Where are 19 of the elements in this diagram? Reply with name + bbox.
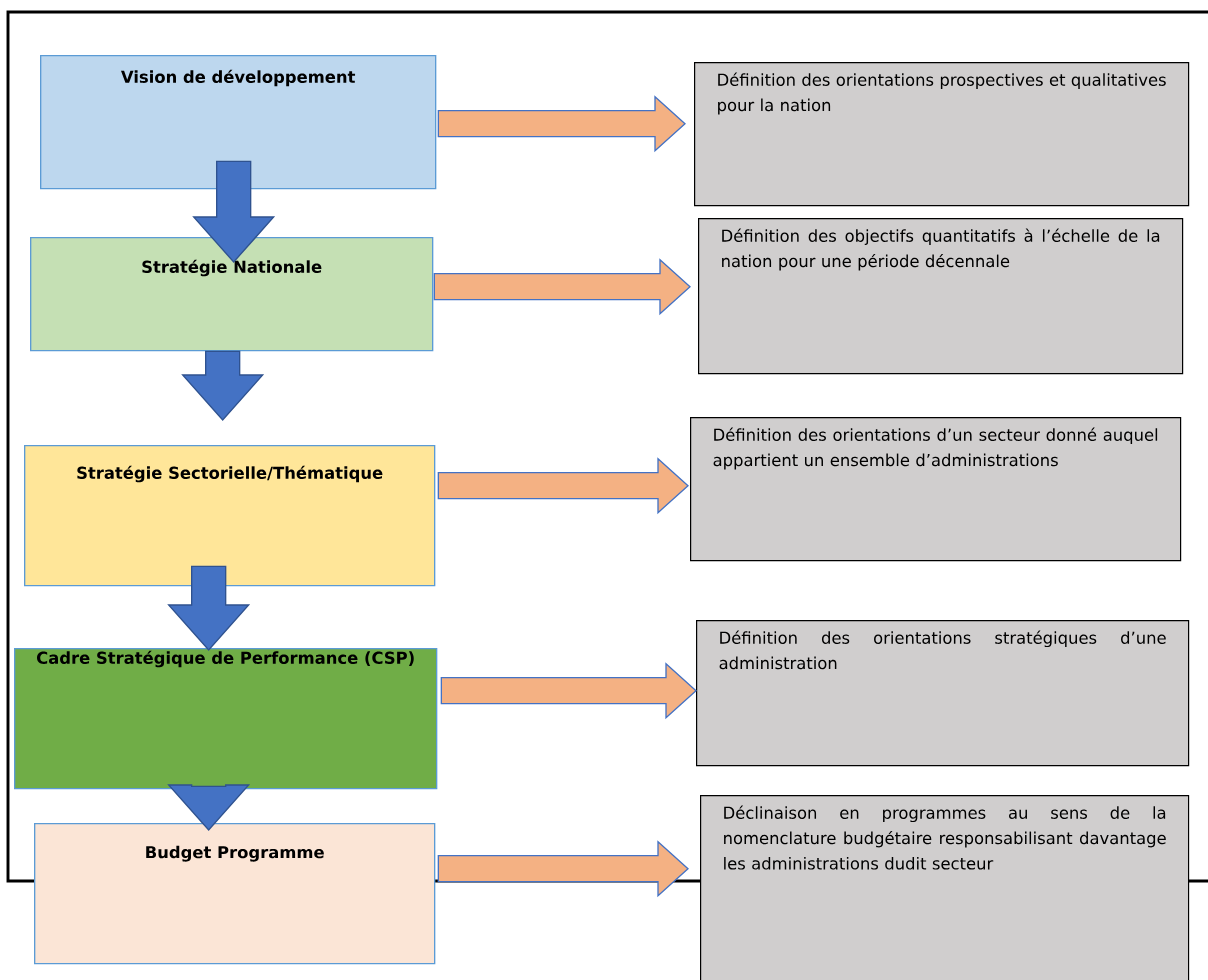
block-arrow bbox=[440, 662, 697, 720]
description-box: Définition des objectifs quantitatifs à l’échelle de la nation pour une période décennale bbox=[698, 218, 1184, 375]
stage-box: Stratégie Sectorielle/Thématique bbox=[24, 445, 436, 587]
block-arrow bbox=[437, 840, 689, 898]
block-arrow bbox=[437, 95, 686, 153]
stage-box: Stratégie Nationale bbox=[30, 237, 434, 352]
description-box: Déclinaison en programmes au sens de la nomenclature budgétaire responsabilisant davantage les administrations dudit secteur bbox=[700, 795, 1190, 980]
stage-box: Cadre Stratégique de Performance (CSP) bbox=[14, 648, 438, 790]
stage-box: Vision de développement bbox=[40, 55, 437, 190]
description-box: Définition des orientations prospectives et qualitatives pour la nation bbox=[694, 62, 1190, 207]
block-arrow bbox=[167, 565, 251, 651]
block-arrow bbox=[167, 784, 251, 831]
block-arrow bbox=[181, 350, 265, 421]
block-arrow bbox=[192, 160, 276, 263]
block-arrow bbox=[437, 457, 689, 515]
description-box: Définition des orientations d’un secteur donné auquel appartient un ensemble d’administrations bbox=[690, 417, 1182, 562]
stage-box: Budget Programme bbox=[34, 823, 436, 965]
description-box: Définition des orientations stratégiques d’une administration bbox=[696, 620, 1190, 767]
block-arrow bbox=[433, 258, 691, 316]
